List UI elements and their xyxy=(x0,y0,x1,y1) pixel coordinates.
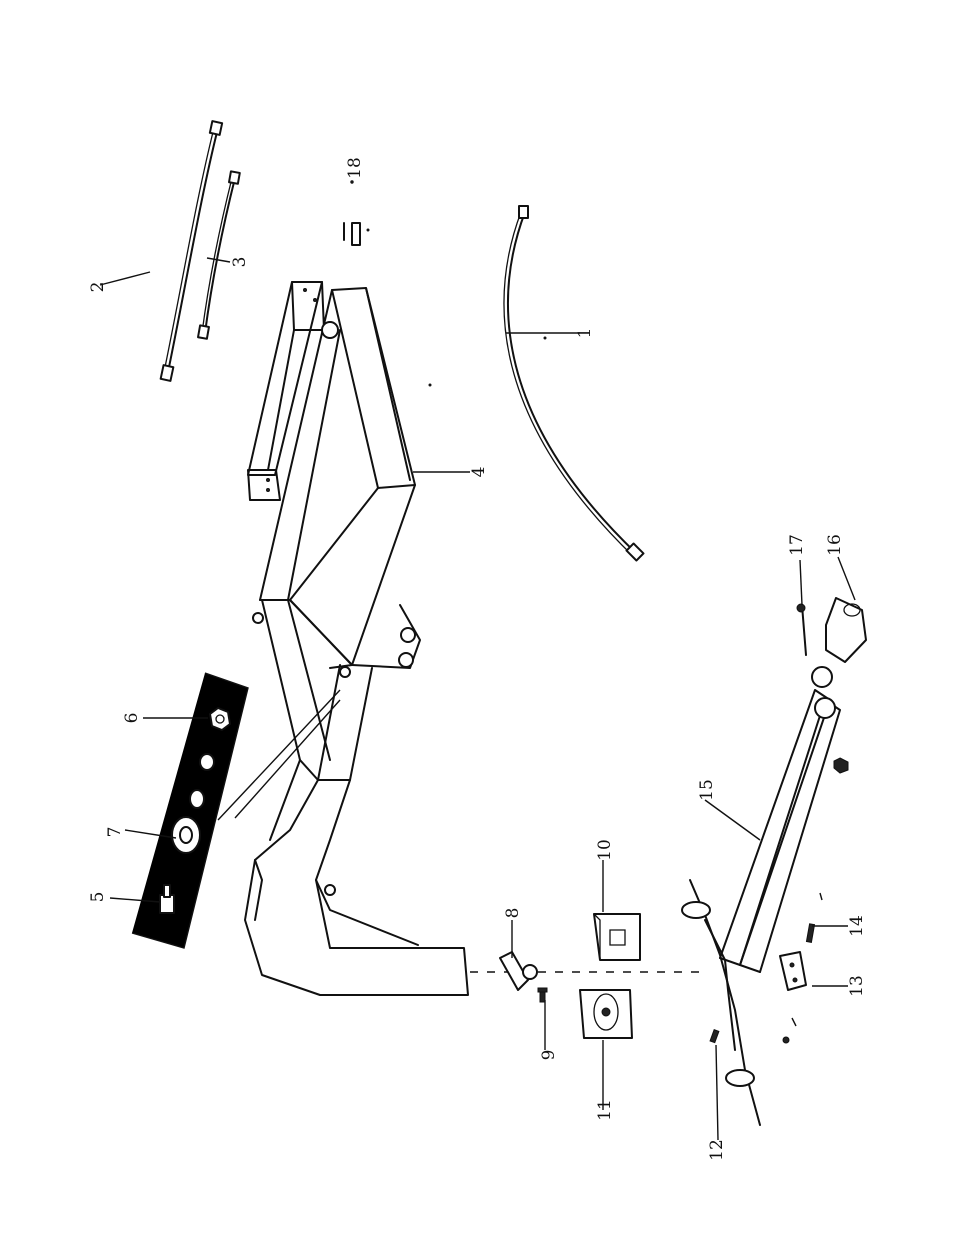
callout-6: 6 xyxy=(122,713,142,724)
callout-15: 15 xyxy=(697,779,717,801)
axle-spindle xyxy=(682,880,760,1125)
main-frame-part-4 xyxy=(218,282,468,995)
plate-part-13 xyxy=(780,952,806,990)
hose-part-3 xyxy=(198,171,240,338)
callout-labels: 1 2 3 4 5 6 7 8 9 10 11 12 13 14 15 16 1… xyxy=(88,157,867,1161)
callout-5: 5 xyxy=(88,892,108,903)
block-part-11 xyxy=(580,990,632,1038)
callout-2: 2 xyxy=(88,282,108,293)
callout-3: 3 xyxy=(230,257,250,268)
callout-13: 13 xyxy=(847,975,867,997)
bolt-part-12 xyxy=(710,1030,719,1043)
callout-14: 14 xyxy=(847,915,867,937)
callout-1: 1 xyxy=(575,328,595,339)
callout-7: 7 xyxy=(105,827,125,838)
block-part-10 xyxy=(594,914,640,960)
coupler-part-16 xyxy=(826,598,866,662)
bushing-part-7 xyxy=(172,817,200,853)
callout-11: 11 xyxy=(595,1099,615,1121)
hose-part-2 xyxy=(161,121,222,381)
callout-9: 9 xyxy=(539,1050,559,1061)
hose-part-1 xyxy=(504,206,644,560)
print-specks xyxy=(351,181,546,386)
bolt-part-9 xyxy=(538,988,547,1002)
shaft-part-17 xyxy=(797,604,806,655)
callout-17: 17 xyxy=(787,534,807,556)
coupler-group xyxy=(470,914,705,1038)
nut-part-6 xyxy=(210,708,230,730)
callout-10: 10 xyxy=(595,839,615,861)
bushing-group xyxy=(132,673,248,948)
axle-assembly xyxy=(682,598,866,1125)
callout-18: 18 xyxy=(345,157,365,179)
callout-8: 8 xyxy=(503,908,523,919)
callout-16: 16 xyxy=(825,534,845,556)
callout-4: 4 xyxy=(469,467,489,478)
pin-part-18 xyxy=(344,223,360,245)
hitch-ball-part-8 xyxy=(500,952,537,990)
callout-12: 12 xyxy=(707,1139,727,1161)
